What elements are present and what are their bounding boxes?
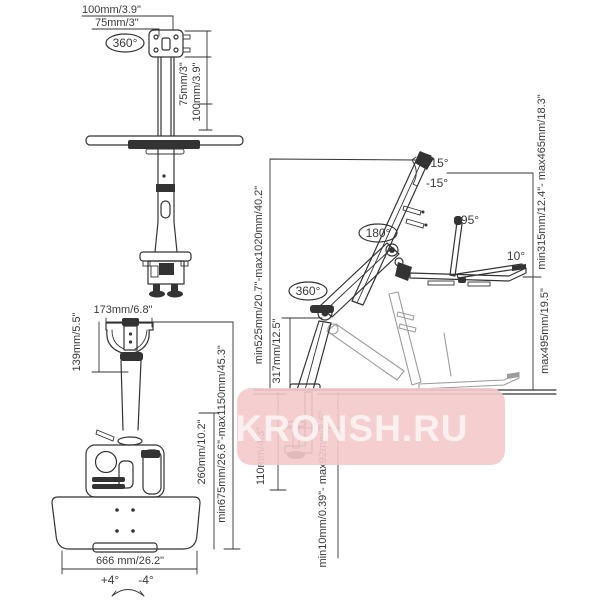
watermark: KRONSH.RU <box>235 388 505 465</box>
label-head-height: 139mm/5.5" <box>71 312 83 371</box>
side-view: +15° -15° 180° 95° 10° 360° min525mm/20.… <box>253 94 557 567</box>
monitor-side <box>351 151 434 306</box>
crossbar <box>85 135 244 155</box>
label-swivel-minus: -4° <box>138 573 154 587</box>
desk-clamp-front <box>139 251 192 298</box>
label-pan-180: 180° <box>366 226 391 240</box>
ghost-lowered-position <box>326 291 520 390</box>
rotation-ellipse-front <box>105 33 145 53</box>
label-head-width: 173mm/6.8" <box>94 304 153 316</box>
label-lift-range: min525mm/20.7"-max1020mm/40.2" <box>253 186 265 364</box>
front-workstation-view: 173mm/6.8" 139mm/5.5" 260mm/10.2" min675… <box>51 304 241 597</box>
watermark-band <box>237 388 505 465</box>
label-post-height: 317mm/12.5" <box>271 318 283 383</box>
swivel-arc <box>111 589 145 597</box>
label-tray-tilt-10: 10° <box>507 249 525 263</box>
label-swivel-plus: +4° <box>101 573 120 587</box>
label-tray-fold-95: 95° <box>461 213 479 227</box>
label-body-height: 260mm/10.2" <box>196 419 208 484</box>
label-vesa-width-inner: 75mm/3" <box>95 17 139 29</box>
label-tilt-up: +15° <box>423 156 448 170</box>
gas-spring-arm <box>319 242 400 318</box>
label-vesa-height-inner: 75mm/3" <box>178 62 190 106</box>
pole-lower <box>154 148 178 253</box>
pole-upper <box>157 56 175 137</box>
label-rotation-360-side: 360° <box>296 284 321 298</box>
tilt-arc <box>411 156 418 187</box>
label-screen-range: min315mm/12.4"- max465mm/18.3" <box>536 94 548 269</box>
label-tray-width: 666 mm/26.2" <box>96 555 164 567</box>
pan-ellipse-side <box>358 223 398 243</box>
rotation-ellipse-side <box>288 281 328 301</box>
workstation-pole <box>95 360 143 446</box>
front-pole-dimension-lines <box>81 15 213 131</box>
label-tray-height-max: max495mm/19.5" <box>539 288 551 374</box>
keyboard-tray-side <box>394 216 527 287</box>
mount-head <box>105 318 154 361</box>
vesa-plate <box>148 29 191 58</box>
workstation-body <box>85 444 165 498</box>
label-vesa-height-outer: 100mm/3.9" <box>191 62 203 121</box>
label-total-height: min675mm/26.6"-max1150mm/45.3" <box>216 345 228 523</box>
keyboard-tray-front <box>51 496 201 553</box>
front-workstation-dimension-lines <box>61 317 241 575</box>
front-pole-view: 100mm/3.9" 75mm/3" 360° 75mm/3" 100mm/3.… <box>81 4 244 298</box>
label-tilt-down: -15° <box>426 176 448 190</box>
watermark-text: KRONSH.RU <box>235 408 468 449</box>
label-rotation-360-front: 360° <box>113 36 138 50</box>
label-vesa-width-outer: 100mm/3.9" <box>82 4 141 16</box>
